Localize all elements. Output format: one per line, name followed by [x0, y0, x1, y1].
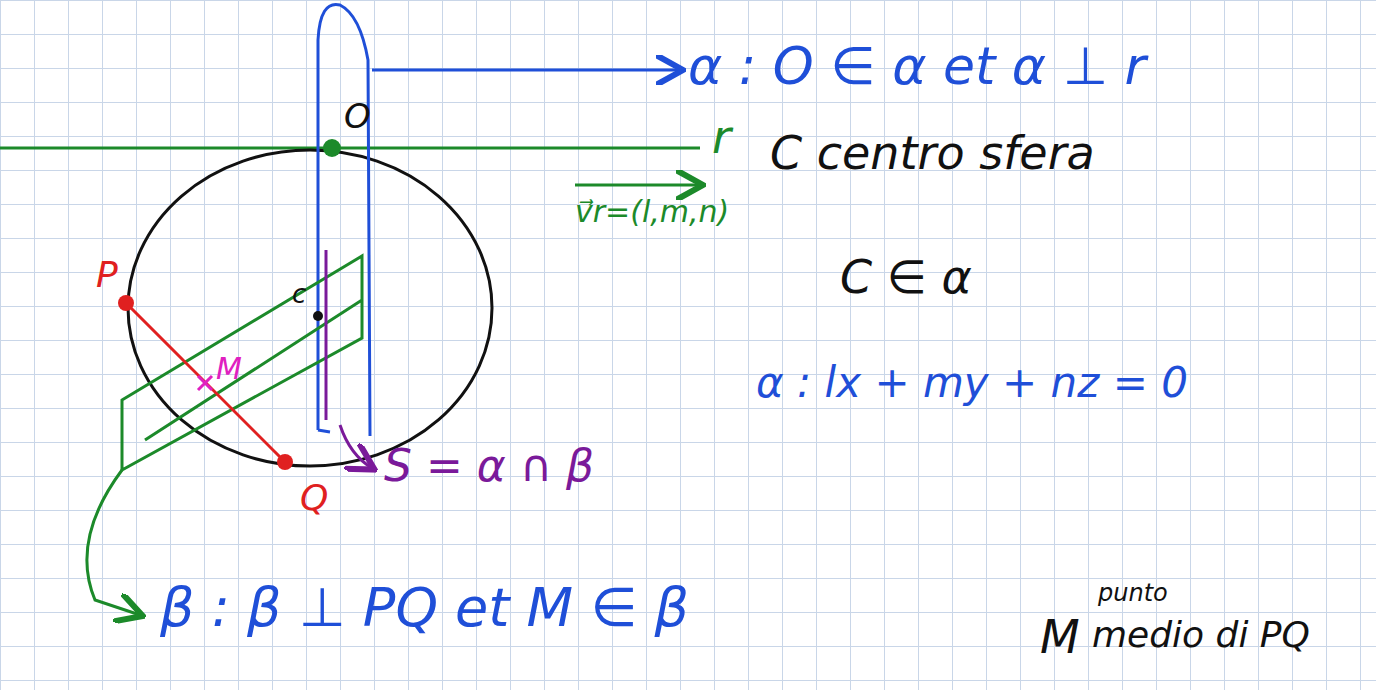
point-p: [118, 295, 134, 311]
direction-vector: [575, 184, 700, 187]
note: medio di PQ: [1092, 615, 1310, 655]
point-name: M: [1040, 612, 1080, 663]
point-c: [313, 311, 323, 321]
line-s: [325, 250, 328, 420]
point-name: Q: [300, 478, 328, 518]
leader-alpha: [372, 69, 680, 72]
segment-pq: [126, 303, 285, 462]
line-definition: S = α ∩ β: [384, 442, 594, 490]
point-name: P: [96, 255, 118, 295]
point-name: M: [216, 352, 242, 385]
line-name: r: [712, 112, 731, 163]
note: punto: [1098, 580, 1168, 606]
vector-label: v⃗r=(l,m,n): [575, 195, 729, 228]
plane-definition: β : β ⊥ PQ et M ∈ β: [160, 578, 689, 637]
plane-alpha: [318, 4, 370, 436]
plane-equation: α : lx + my + nz = 0: [756, 360, 1188, 406]
midpoint-mark: [198, 376, 212, 390]
point-o: [323, 139, 341, 157]
point-q: [277, 454, 293, 470]
line-r: [0, 147, 700, 150]
leader-s: [340, 425, 372, 468]
point-name: c: [292, 280, 306, 309]
leader-beta: [87, 470, 140, 615]
plane-definition: α : O ∈ α et α ⊥ r: [688, 38, 1146, 95]
point-name: O: [344, 98, 371, 135]
note: C centro sfera: [770, 128, 1095, 179]
sphere: [128, 150, 492, 466]
note: C ∈ α: [840, 252, 972, 303]
